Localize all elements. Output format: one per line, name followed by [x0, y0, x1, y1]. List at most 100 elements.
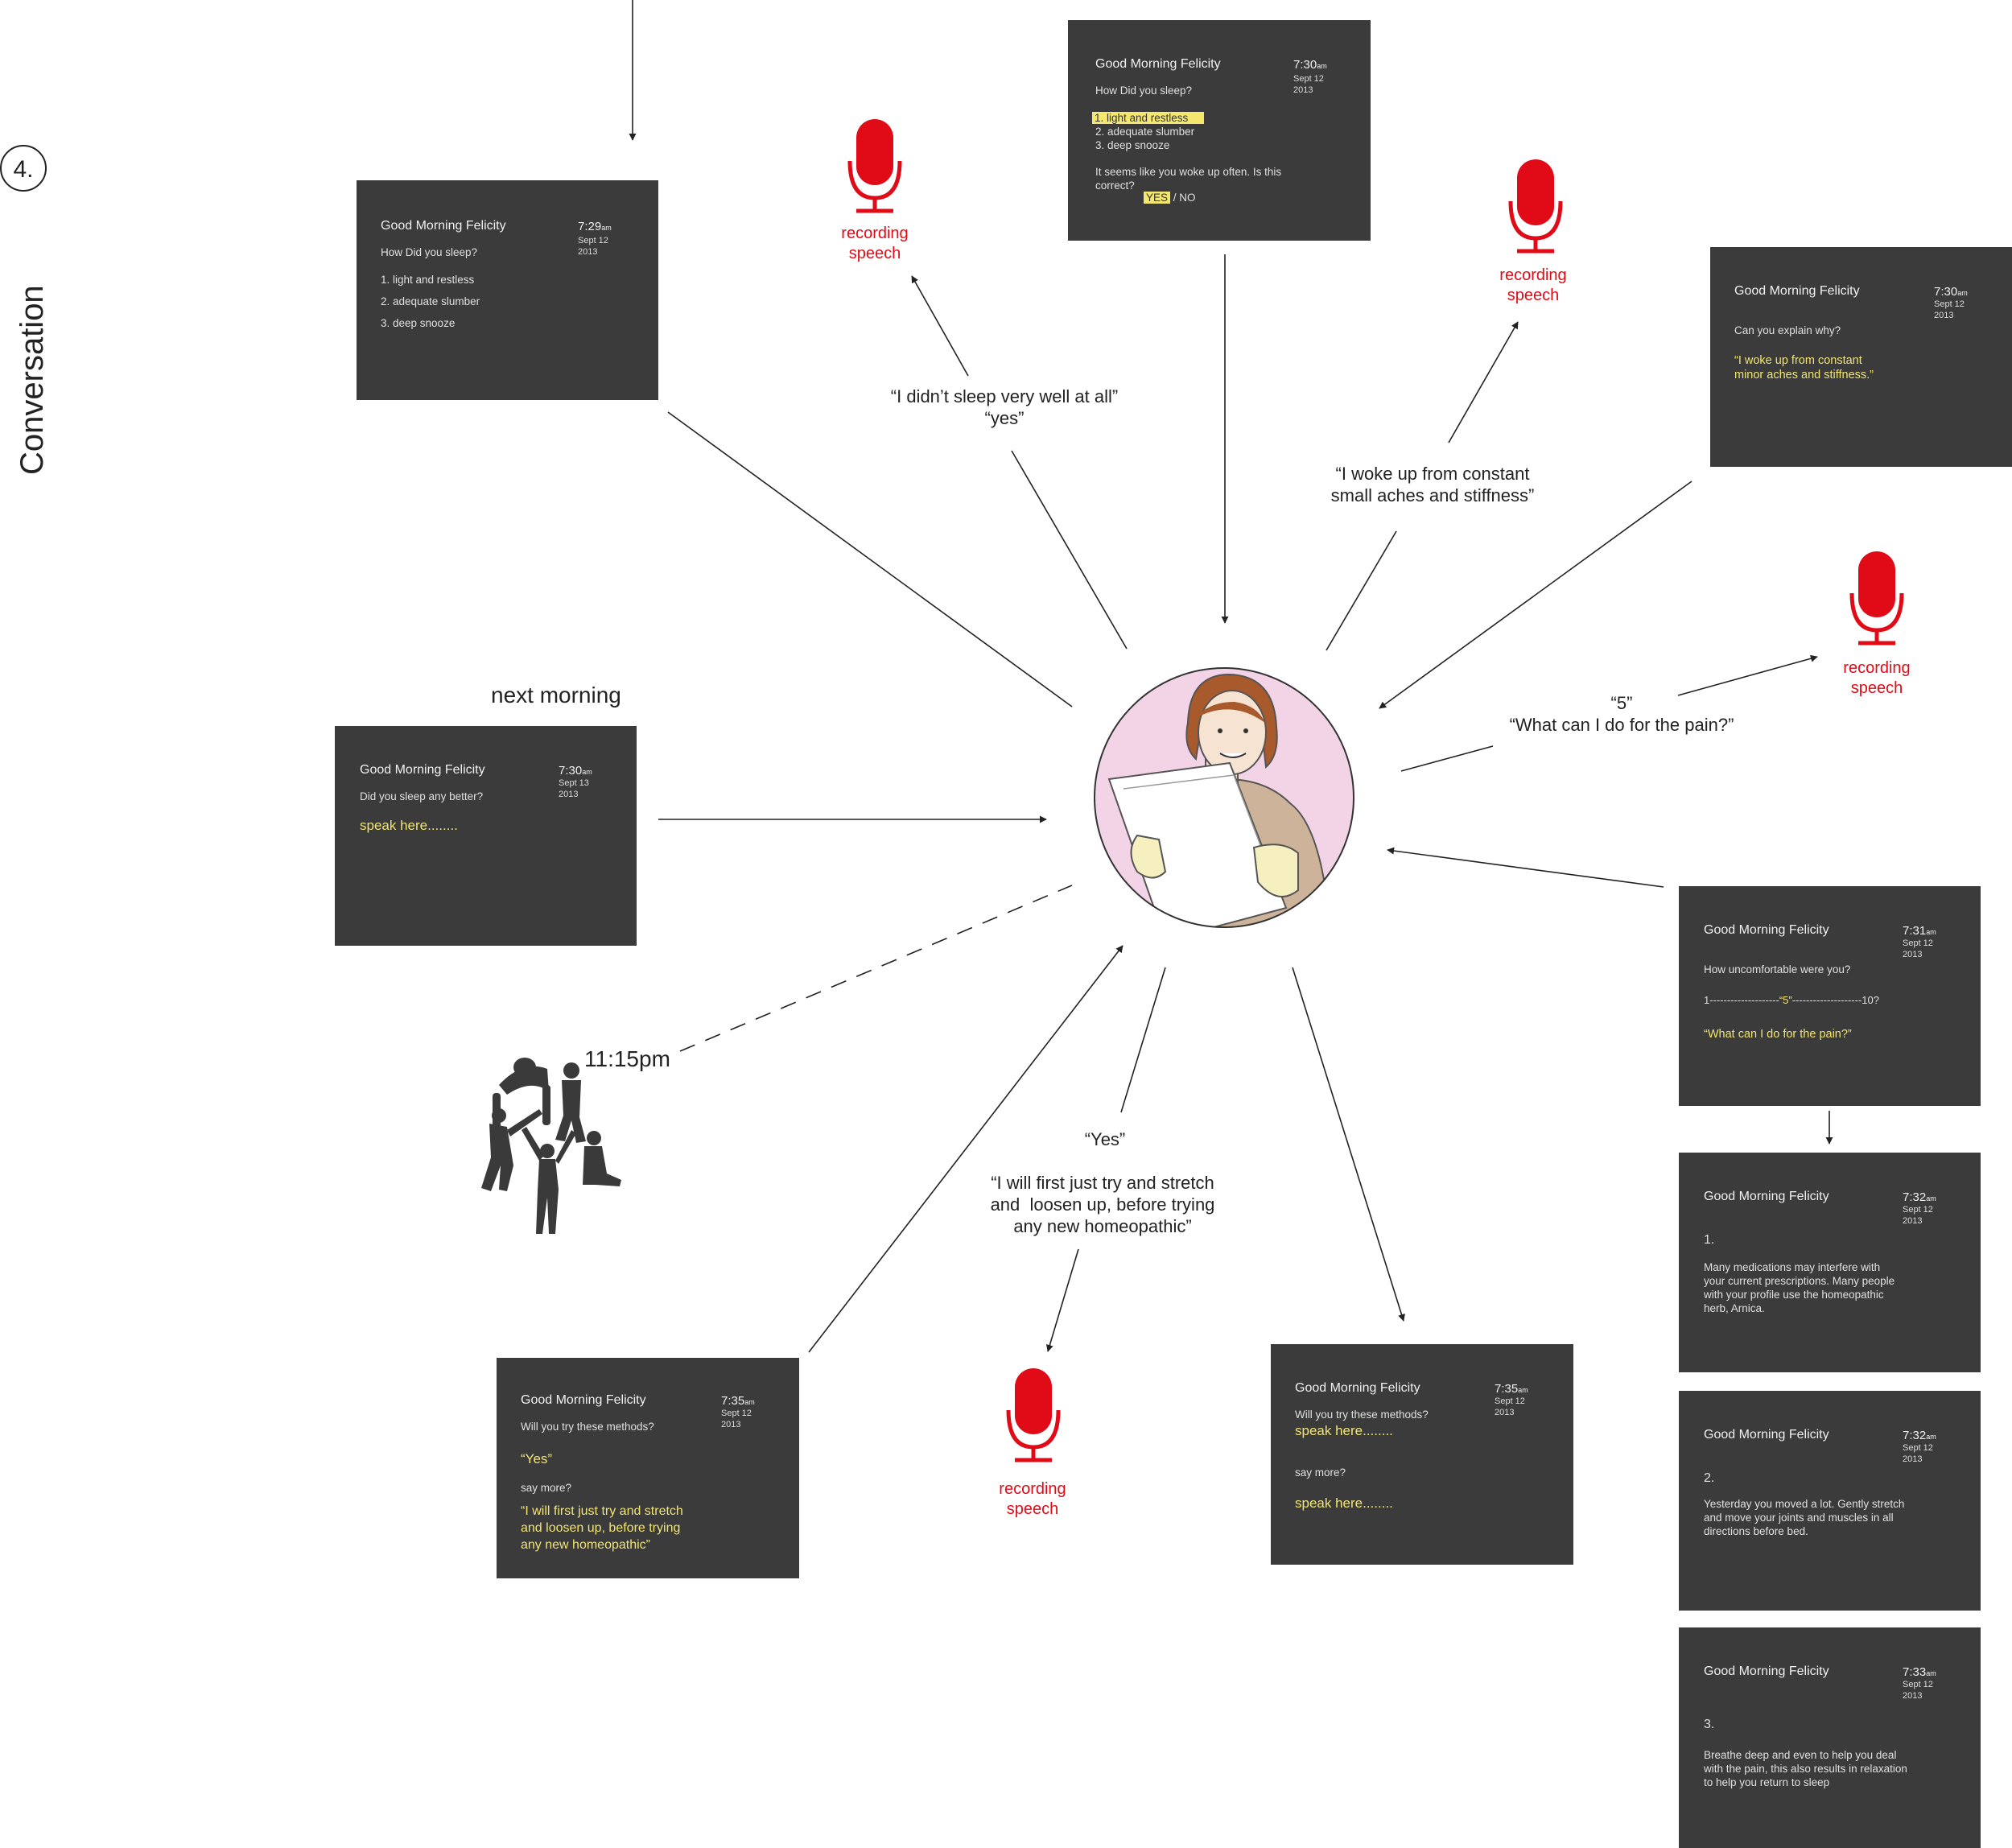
screen-date: Sept 12 2013	[1903, 938, 1933, 959]
screen-time: 7:32am	[1903, 1190, 1936, 1204]
screen-date: Sept 12 2013	[721, 1409, 752, 1429]
recording-speech-label: recording speech	[1499, 266, 1567, 304]
arrow-speech2-to-mic	[1448, 321, 1519, 443]
exercise-silhouettes-image	[481, 1058, 621, 1234]
arrow-speech3-to-mic	[1677, 654, 1818, 696]
speech-stretch: “I will first just try and stretch and l…	[990, 1173, 1215, 1236]
transcribed-answer: “I woke up from constant minor aches and…	[1734, 354, 1874, 382]
line-s1-to-center	[667, 411, 1073, 707]
dashed-line-exercise	[679, 885, 1073, 1052]
arrow-s4-to-center	[1387, 847, 1664, 888]
screen-tip-1: Good Morning Felicity 7:32am Sept 12 201…	[1679, 1153, 1981, 1372]
line-center-to-speech4	[1120, 967, 1166, 1113]
microphone-icon	[847, 119, 902, 213]
speak-here-prompt[interactable]: speak here........	[1295, 1495, 1393, 1511]
screen-time: 7:31am	[1903, 924, 1936, 938]
screen-question: Did you sleep any better?	[360, 790, 484, 802]
arrow-speech4-to-mic	[1046, 1248, 1079, 1352]
tip-text: Many medications may interfere with your…	[1704, 1261, 1895, 1314]
screen-date: Sept 12 2013	[578, 236, 608, 257]
microphone-icon	[1006, 1368, 1061, 1462]
transcribed-yes: “Yes”	[521, 1451, 553, 1466]
screen-greeting: Good Morning Felicity	[360, 763, 485, 777]
option-adequate-slumber[interactable]: 2. adequate slumber	[381, 295, 480, 307]
screen-date: Sept 12 2013	[1495, 1396, 1525, 1417]
screen-date: Sept 12 2013	[1903, 1443, 1933, 1464]
microphone-icon	[1849, 551, 1904, 646]
screen-greeting: Good Morning Felicity	[1734, 284, 1860, 298]
yes-button[interactable]: YES	[1144, 192, 1171, 204]
say-more-label: say more?	[521, 1482, 572, 1494]
screen-greeting: Good Morning Felicity	[521, 1393, 646, 1407]
screen-try-methods-answer: Good Morning Felicity 7:35am Sept 12 201…	[497, 1358, 799, 1578]
screen-greeting: Good Morning Felicity	[1295, 1381, 1420, 1395]
screen-time: 7:30am	[1293, 58, 1327, 72]
option-deep-snooze[interactable]: 3. deep snooze	[1095, 139, 1170, 151]
screen-greeting: Good Morning Felicity	[1704, 923, 1829, 937]
screen-question: Will you try these methods?	[521, 1421, 654, 1433]
speak-here-prompt[interactable]: speak here........	[360, 818, 458, 833]
screen-time: 7:32am	[1903, 1429, 1936, 1442]
line-center-to-speech1	[1011, 450, 1128, 650]
option-adequate-slumber[interactable]: 2. adequate slumber	[1095, 126, 1195, 138]
screen-tip-2: Good Morning Felicity 7:32am Sept 12 201…	[1679, 1391, 1981, 1611]
screen-greeting: Good Morning Felicity	[1704, 1190, 1829, 1203]
say-more-label: say more?	[1295, 1466, 1346, 1479]
line-center-to-speech3	[1400, 745, 1494, 772]
option-light-restless[interactable]: 1. light and restless	[381, 274, 475, 286]
screen-greeting: Good Morning Felicity	[381, 219, 506, 233]
transcribed-answer: “What can I do for the pain?”	[1704, 1028, 1852, 1041]
screen-time: 7:30am	[1934, 285, 1968, 299]
arrow-s3-to-center	[1379, 481, 1692, 709]
tip-number: 1.	[1704, 1233, 1715, 1247]
screen-question: How Did you sleep?	[381, 246, 478, 258]
microphone-icon	[1508, 159, 1563, 254]
screen-sleep-confirm: Good Morning Felicity 7:30am Sept 12 201…	[1068, 20, 1371, 241]
speech-pain: “5” “What can I do for the pain?”	[1509, 693, 1734, 735]
label-next-morning: next morning	[491, 683, 621, 707]
screen-date: Sept 12 2013	[1293, 74, 1324, 95]
recording-speech-label: recording speech	[1843, 659, 1911, 697]
confirm-text: It seems like you woke up often. Is this…	[1095, 166, 1282, 192]
tip-text: Yesterday you moved a lot. Gently stretc…	[1704, 1498, 1905, 1537]
screen-next-morning: Good Morning Felicity 7:30am Sept 13 201…	[335, 726, 637, 946]
yes-no-choice: YES / NO	[1144, 192, 1196, 204]
no-button[interactable]: / NO	[1173, 192, 1196, 204]
screen-time: 7:35am	[721, 1394, 755, 1408]
screen-greeting: Good Morning Felicity	[1095, 57, 1221, 71]
arrow-s9-to-center	[808, 945, 1124, 1353]
screen-date: Sept 12 2013	[1903, 1680, 1933, 1701]
screen-time: 7:33am	[1903, 1665, 1936, 1679]
screen-time: 7:30am	[559, 764, 592, 778]
section-title: Conversation	[14, 285, 50, 475]
screen-tip-3: Good Morning Felicity 7:33am Sept 12 201…	[1679, 1627, 1981, 1848]
speech-sleep-answer: “I didn’t sleep very well at all” “yes”	[890, 386, 1119, 428]
option-deep-snooze[interactable]: 3. deep snooze	[381, 317, 456, 329]
screen-time: 7:35am	[1495, 1382, 1528, 1396]
line-center-to-speech2	[1326, 530, 1397, 651]
right-hand	[1252, 844, 1299, 897]
screen-greeting: Good Morning Felicity	[1704, 1664, 1829, 1678]
speech-aches: “I woke up from constant small aches and…	[1330, 464, 1535, 505]
screen-question: How Did you sleep?	[1095, 85, 1193, 97]
discomfort-scale[interactable]: 1--------------------“5”----------------…	[1704, 994, 1879, 1006]
option-light-restless-selected[interactable]: 1. light and restless	[1092, 112, 1205, 124]
speech-yes: “Yes”	[1084, 1129, 1126, 1149]
speak-here-prompt[interactable]: speak here........	[1295, 1423, 1393, 1438]
screen-discomfort-scale: Good Morning Felicity 7:31am Sept 12 201…	[1679, 886, 1981, 1106]
screen-sleep-question: Good Morning Felicity 7:29am Sept 12 201…	[357, 180, 658, 400]
arrow-center-to-s8	[1292, 967, 1405, 1322]
screen-date: Sept 13 2013	[559, 778, 589, 799]
left-hand	[1130, 834, 1167, 879]
recording-speech-label: recording speech	[841, 225, 909, 262]
arrow-speech1-to-mic	[911, 275, 969, 377]
screen-greeting: Good Morning Felicity	[1704, 1428, 1829, 1442]
user-portrait	[1094, 667, 1354, 928]
screen-try-methods-prompt: Good Morning Felicity 7:35am Sept 12 201…	[1271, 1344, 1573, 1565]
tip-text: Breathe deep and even to help you deal w…	[1704, 1749, 1907, 1788]
screen-time: 7:29am	[578, 220, 612, 233]
tip-number: 3.	[1704, 1718, 1715, 1731]
tip-number: 2.	[1704, 1471, 1715, 1485]
paper	[1107, 761, 1288, 927]
